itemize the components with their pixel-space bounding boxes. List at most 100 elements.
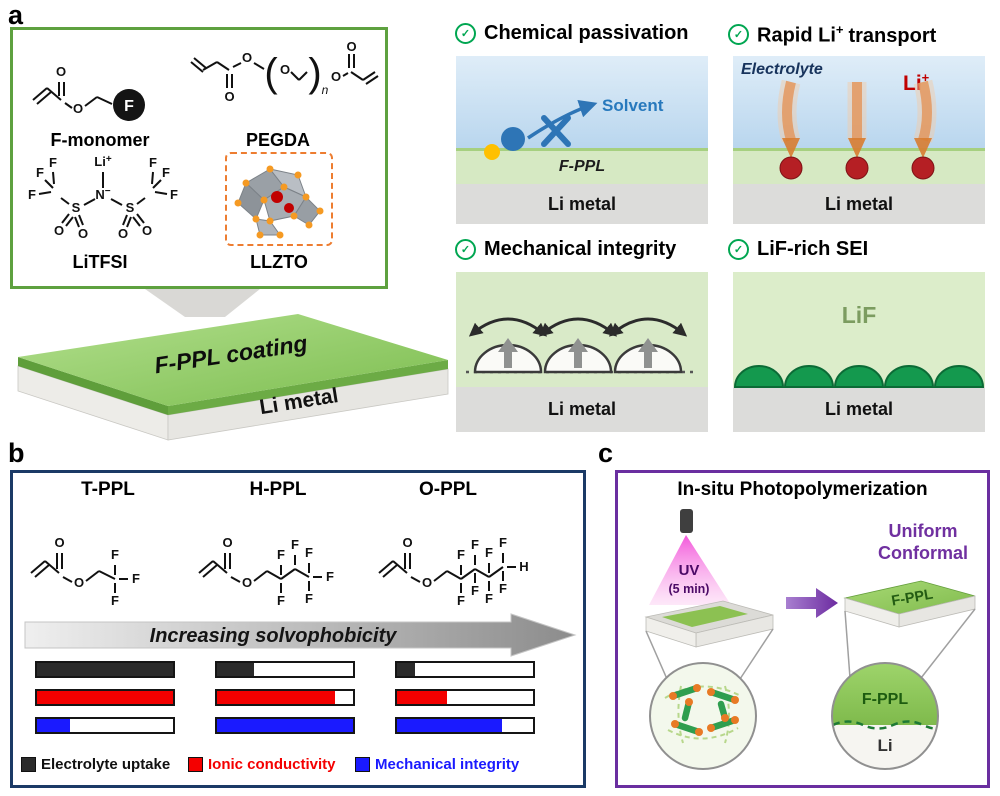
lif-bumps [733,365,985,388]
legend-label-mechanical: Mechanical integrity [375,756,520,773]
bar-fill [397,719,502,732]
atom-o: O [242,50,252,65]
atom-o: O [54,535,64,550]
conformal-interface-line [832,720,938,730]
llzto-label: LLZTO [250,252,308,272]
passivation-title: Chemical passivation [484,22,689,44]
coating-edge-left [18,357,168,415]
llzto-box [225,152,333,246]
bar-fill [217,719,353,732]
li-metal-layer: Li metal [456,387,708,432]
oppl-label: O-PPL [418,479,478,500]
li-metal-label: Li metal [824,193,894,214]
atom-f: F [28,187,36,202]
red-atom [284,203,294,213]
atom-o: O [242,575,252,590]
f-monomer-label: F-monomer [50,130,150,150]
inset-li-label: Li [877,736,892,755]
solvent-molecule-large-atom [501,127,525,151]
bonds [190,54,379,88]
atom-s: S [72,200,81,215]
mechanical-header: ✓ Mechanical integrity [455,238,676,261]
bar-hppl-ionic [215,689,355,706]
li-ions [779,156,935,180]
hppl-structure: O O F F F F F F [198,535,334,608]
tppl-structure: O O F F F [30,535,140,608]
bar-fill [37,691,173,704]
bar-fill [217,663,254,676]
funnel [145,289,260,317]
bonds [32,82,113,109]
solvophobicity-arrow: Increasing solvophobicity [24,613,577,657]
up-arrows [498,338,658,368]
panel-c-title: In-situ Photopolymerization [677,479,928,500]
atom-o: O [56,64,66,79]
passivation-schematic: Li metal F-PPL Solvent [456,56,708,224]
check-icon: ✓ [728,24,749,46]
passivation-graphics [484,99,598,160]
atom-o: O [280,62,290,77]
bar-fill [37,663,173,676]
electrolyte-label: Electrolyte [741,61,823,78]
f-monomer-structure: O O F [32,64,145,121]
f-atom-circle [113,89,145,121]
atom-o: O [346,40,356,54]
panel-a-label: a [8,0,24,30]
result-label: Uniform Conformal [878,521,968,563]
lif-domes [733,365,985,388]
li-ion-label: Li+ [903,70,930,95]
atom-h: H [519,559,528,574]
atom-f: F [124,98,134,115]
uv-label: UV [679,562,700,579]
llzto-cluster [234,165,324,239]
monomer-box: O O F F-monomer [10,27,388,289]
atom-f: F [305,545,313,560]
atom-s: S [126,200,135,215]
blocked-arrow [527,99,598,140]
bonds [198,553,322,593]
red-atom [271,191,283,203]
atom-o: O [74,575,84,590]
slab-front [167,368,449,441]
li-metal-label: Li metal [824,399,894,419]
mechanical-schematic: Li metal [456,272,708,432]
atom-f: F [471,583,479,598]
atom-f: F [277,547,285,562]
atom-f: F [132,571,140,586]
atom-f: F [49,155,57,170]
coating-edge-front [168,360,448,415]
bar-hppl-mechanical [215,717,355,734]
sei-schematic: LiF Li metal [733,272,985,432]
bar-oppl-uptake [395,661,535,678]
atom-f: F [36,165,44,180]
atom-f: F [277,593,285,608]
atom-f: F [485,545,493,560]
atom-o: O [73,101,83,116]
coating-result-label: F-PPL [890,587,934,610]
atom-f: F [111,547,119,562]
li-metal-layer: Li metal [733,387,985,432]
hppl-label: H-PPL [249,479,307,500]
process-arrow [786,588,838,618]
bonds [38,171,168,228]
atom-f: F [162,165,170,180]
atom-o: O [78,226,88,241]
atom-f: F [170,187,178,202]
bar-oppl-mechanical [395,717,535,734]
atom-f: F [305,591,313,606]
solvophobicity-box: T-PPL H-PPL O-PPL O O F F F [10,470,586,788]
oppl-structure: O O F F F F F F F F H [378,535,529,608]
coating-top [18,314,448,406]
pegda-label: PEGDA [245,130,310,150]
legend-swatch-ionic [188,757,203,772]
photopolymerization-box: In-situ Photopolymerization Uniform Conf… [615,470,990,788]
network-inset-circle [649,662,757,770]
bar-hppl-uptake [215,661,355,678]
li-metal-layer: Li metal [733,184,985,224]
atom-o: O [402,535,412,550]
legend-label-ionic: Ionic conductivity [208,756,336,773]
inset-coating-label: F-PPL [862,691,908,708]
atom-f: F [457,593,465,608]
atom-n: N− [95,186,110,202]
